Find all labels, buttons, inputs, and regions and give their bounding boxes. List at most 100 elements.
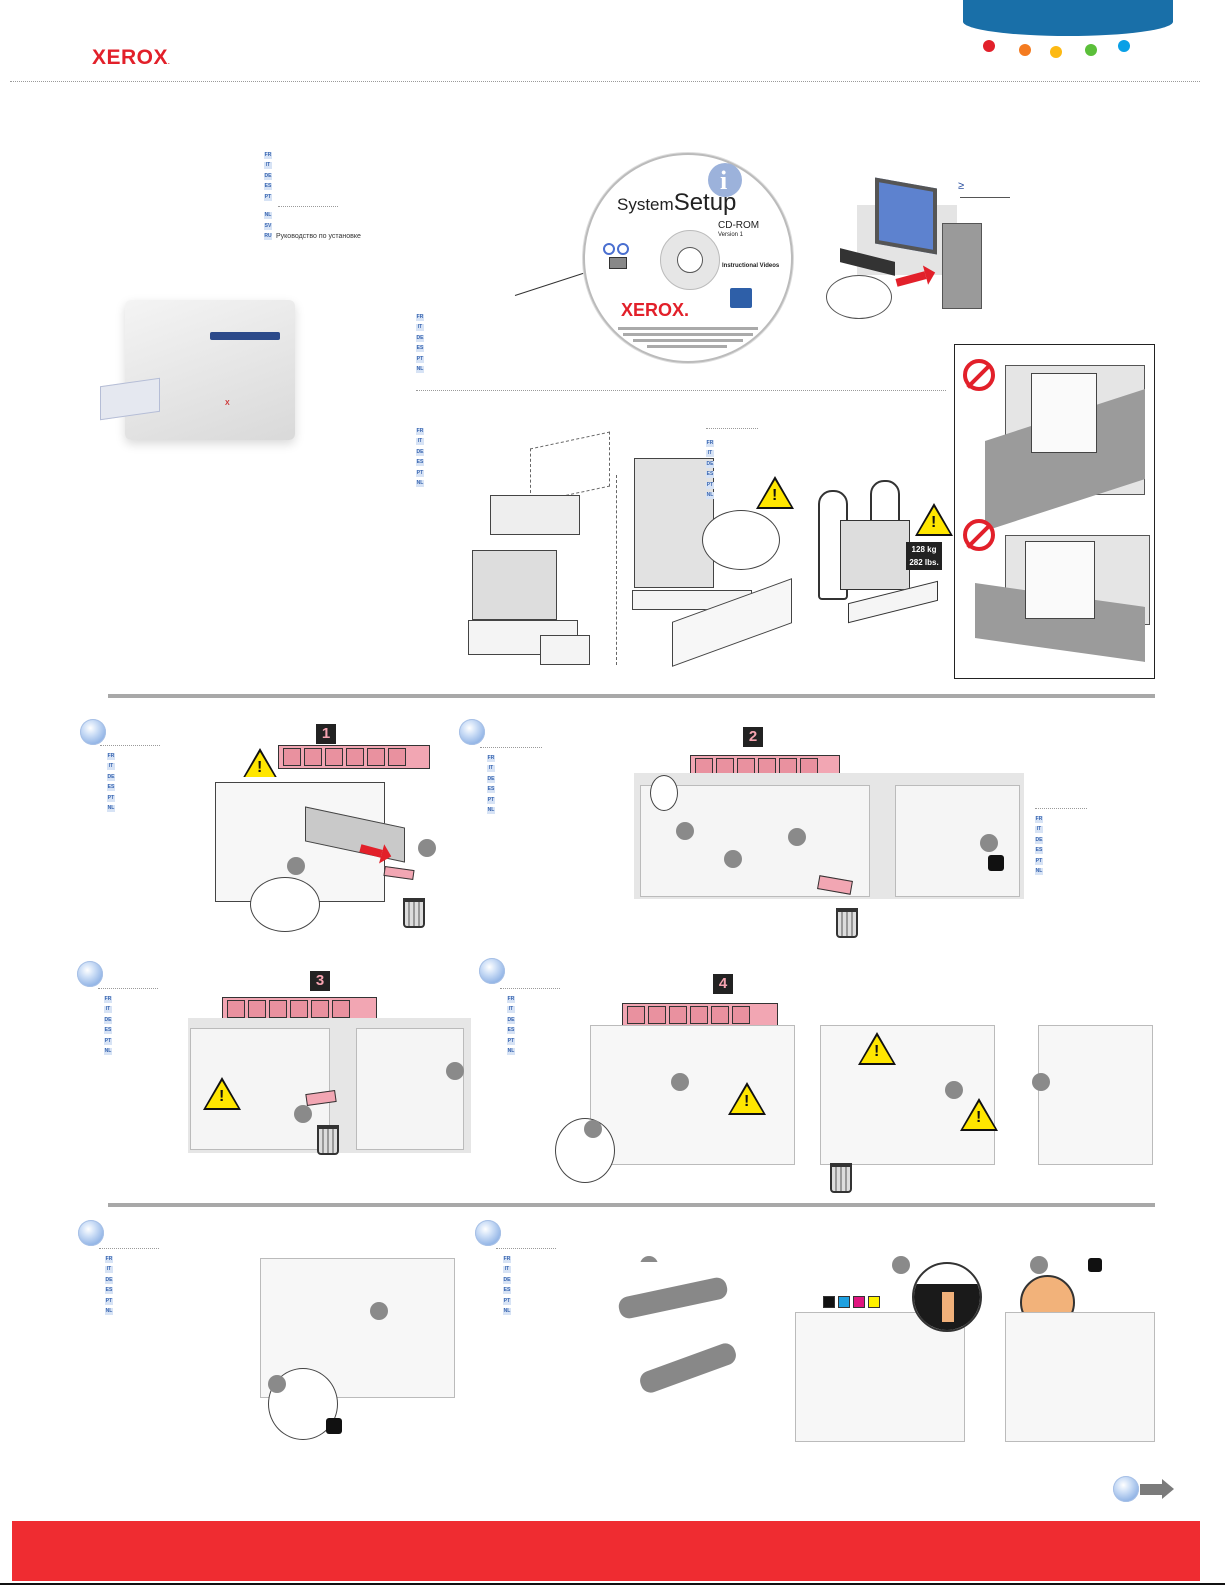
language-entry: DE — [487, 774, 499, 785]
language-entry: ES — [706, 470, 718, 481]
language-entry: PT — [706, 480, 718, 491]
step-6-divider — [496, 1248, 556, 1249]
language-code-badge: ES — [507, 1027, 515, 1035]
language-entry: PT — [107, 793, 119, 804]
toner-insert-illustration — [795, 1312, 965, 1442]
language-code-badge: DE — [487, 775, 495, 783]
language-entry: ES — [105, 1286, 117, 1297]
toner-swatch — [853, 1296, 865, 1308]
header-divider — [10, 81, 1200, 82]
step-4-illustration-c — [1038, 1025, 1153, 1165]
language-entry: PT — [487, 795, 499, 806]
language-code-badge: FR — [503, 1255, 511, 1263]
callout-number — [268, 1375, 286, 1393]
language-code-badge: ES — [264, 183, 272, 191]
language-code-badge: IT — [107, 763, 115, 771]
callout-number — [418, 839, 436, 857]
language-entry: DE — [107, 772, 119, 783]
callout-number — [724, 850, 742, 868]
language-entry: NL — [107, 804, 119, 815]
logo-dot: . — [168, 60, 171, 66]
language-code-badge: PT — [503, 1297, 511, 1305]
language-entry: FR — [706, 438, 718, 449]
cd-brand: XEROX. — [621, 300, 690, 320]
language-code-badge: ES — [503, 1287, 511, 1295]
language-entry: NL — [706, 491, 718, 502]
language-code-badge: FR — [264, 151, 272, 159]
language-code-badge: RU — [264, 233, 272, 241]
next-arrow-icon[interactable] — [1140, 1484, 1162, 1495]
language-code-badge: ES — [107, 784, 115, 792]
step-1-illustration — [215, 777, 420, 937]
step-2-side-divider — [1035, 808, 1087, 809]
unpack-dashed-divider — [616, 475, 617, 665]
insert-direction-zoom — [912, 1262, 982, 1332]
language-entry: FR — [487, 753, 499, 764]
language-entry: DE — [416, 447, 428, 458]
unpack-divider — [416, 390, 946, 391]
language-entry: PT — [416, 468, 428, 479]
trash-icon — [830, 1163, 852, 1193]
computer-illustration — [822, 175, 982, 325]
language-code-badge: DE — [104, 1016, 112, 1024]
step-6-bubble — [475, 1220, 501, 1246]
language-code-badge: ES — [416, 459, 424, 467]
language-code-badge: ES — [1035, 847, 1043, 855]
language-code-badge: PT — [507, 1037, 515, 1045]
language-entry: PT — [104, 1036, 116, 1047]
callout-number — [671, 1073, 689, 1091]
language-code-badge: NL — [264, 212, 272, 220]
toner-swatch — [868, 1296, 880, 1308]
language-code-badge: FR — [416, 313, 424, 321]
language-code-badge: IT — [264, 162, 272, 170]
toner-swatch — [838, 1296, 850, 1308]
language-entry: ES — [416, 344, 428, 355]
language-code-badge: ES — [416, 345, 424, 353]
step-1-divider — [100, 745, 160, 746]
language-entry: IT — [264, 161, 361, 172]
label-tag-1: 1 — [316, 724, 336, 744]
color-dot — [1085, 44, 1097, 56]
language-code-badge: PT — [416, 469, 424, 477]
trash-icon — [836, 908, 858, 938]
language-code-badge: NL — [105, 1308, 113, 1316]
language-code-badge: IT — [104, 1006, 112, 1014]
trash-icon — [317, 1125, 339, 1155]
step-3-divider — [98, 988, 158, 989]
language-code-badge: PT — [1035, 857, 1043, 865]
language-code-badge: FR — [706, 439, 714, 447]
language-code-badge: IT — [507, 1006, 515, 1014]
xerox-logo: XEROX. — [92, 46, 170, 70]
language-entry: ES — [264, 182, 361, 193]
language-code-badge: PT — [264, 193, 272, 201]
language-entry: PT — [1035, 856, 1047, 867]
language-entry: DE — [1035, 835, 1047, 846]
weight-lbs: 282 lbs. — [909, 558, 939, 567]
packing-label-strip — [222, 997, 377, 1021]
language-code-badge: DE — [507, 1016, 515, 1024]
next-page-bubble[interactable] — [1113, 1476, 1139, 1502]
language-code-badge: DE — [105, 1276, 113, 1284]
language-divider — [278, 205, 338, 207]
step-3-bubble — [77, 961, 103, 987]
language-entry: FR — [507, 994, 519, 1005]
language-code-badge: NL — [706, 492, 714, 500]
weight-kg: 128 kg — [911, 545, 937, 554]
language-entry: ES — [416, 458, 428, 469]
language-entry: FR — [105, 1254, 117, 1265]
language-entry: NL — [503, 1307, 515, 1318]
cd-disc: i SystemSetup CD-ROM Version 1 Instructi… — [583, 153, 793, 363]
language-code-badge: IT — [416, 438, 424, 446]
language-code-badge: NL — [487, 807, 495, 815]
language-entry: DE — [264, 171, 361, 182]
zoom-circle — [650, 775, 678, 811]
next-arrow-head — [1162, 1479, 1174, 1499]
arrow-up-icon — [942, 1292, 954, 1322]
